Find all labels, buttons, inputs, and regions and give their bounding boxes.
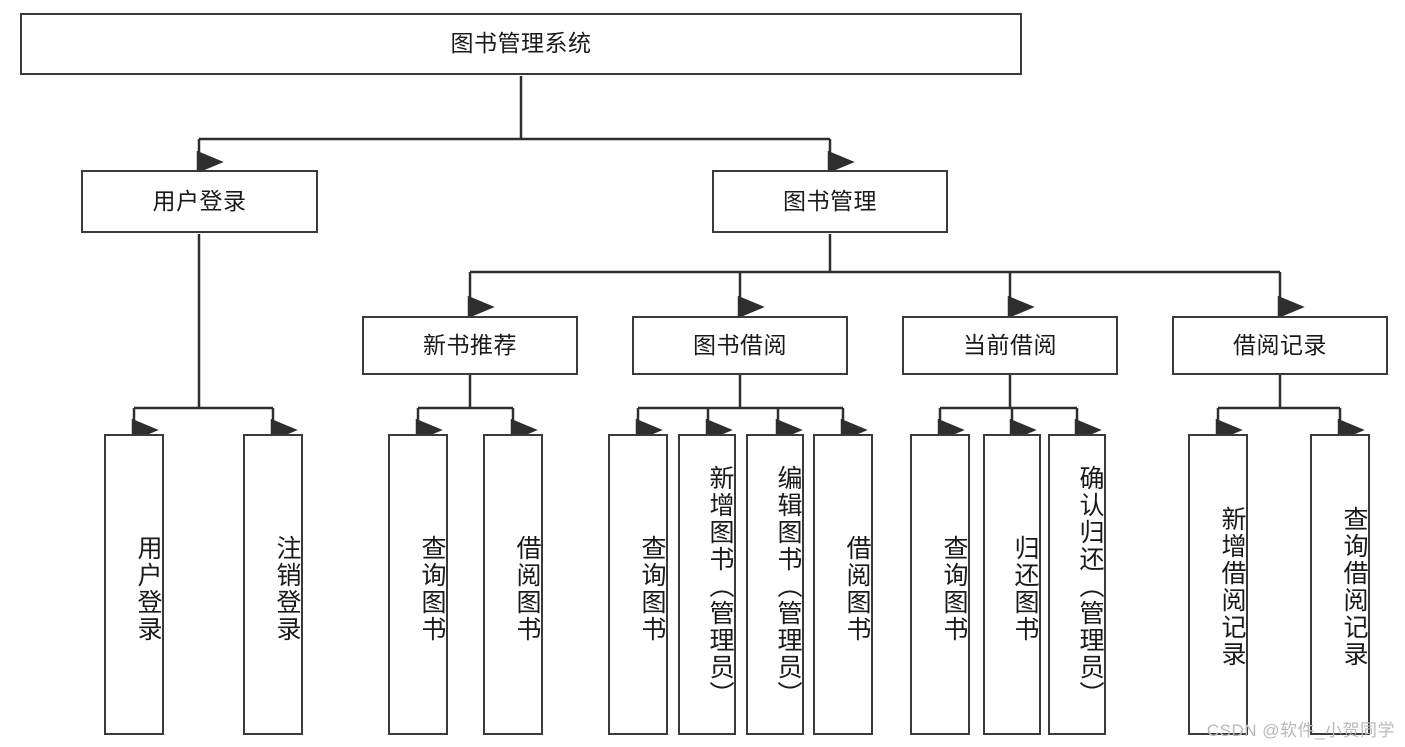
node-leaf-query-record-label: 查询借阅记录 bbox=[1340, 505, 1368, 668]
node-book-manage[interactable]: 图书管理 bbox=[712, 170, 948, 233]
node-leaf-query-book-2-label: 查询图书 bbox=[638, 534, 666, 643]
node-current-borrow[interactable]: 当前借阅 bbox=[902, 316, 1118, 375]
node-user-login-label: 用户登录 bbox=[152, 187, 247, 214]
node-leaf-query-book-3[interactable]: 查询图书 bbox=[910, 434, 970, 735]
node-leaf-borrow-book-2-label: 借阅图书 bbox=[843, 534, 871, 643]
node-leaf-add-book[interactable]: 新增图书（管理员） bbox=[678, 434, 736, 735]
node-leaf-confirm-return[interactable]: 确认归还（管理员） bbox=[1048, 434, 1106, 735]
node-borrow-record[interactable]: 借阅记录 bbox=[1172, 316, 1388, 375]
node-leaf-add-record-label: 新增借阅记录 bbox=[1218, 505, 1246, 668]
node-leaf-return-book[interactable]: 归还图书 bbox=[983, 434, 1041, 735]
node-leaf-query-book-3-label: 查询图书 bbox=[940, 534, 968, 643]
watermark-text: CSDN @软件_小贺同学 bbox=[1206, 721, 1395, 740]
node-leaf-borrow-book-1-label: 借阅图书 bbox=[513, 534, 541, 643]
node-leaf-return-book-label: 归还图书 bbox=[1011, 534, 1039, 643]
node-root-label: 图书管理系统 bbox=[450, 30, 592, 57]
node-leaf-query-book-1-label: 查询图书 bbox=[418, 534, 446, 643]
node-book-manage-label: 图书管理 bbox=[783, 187, 877, 214]
node-leaf-user-logout[interactable]: 注销登录 bbox=[243, 434, 303, 735]
node-leaf-query-book-1[interactable]: 查询图书 bbox=[388, 434, 448, 735]
node-leaf-borrow-book-1[interactable]: 借阅图书 bbox=[483, 434, 543, 735]
node-leaf-query-book-2[interactable]: 查询图书 bbox=[608, 434, 668, 735]
node-borrow-record-label: 借阅记录 bbox=[1233, 331, 1327, 358]
node-leaf-user-login[interactable]: 用户登录 bbox=[104, 434, 164, 735]
node-user-login[interactable]: 用户登录 bbox=[81, 170, 318, 233]
node-leaf-confirm-return-label: 确认归还（管理员） bbox=[1076, 465, 1104, 708]
node-leaf-borrow-book-2[interactable]: 借阅图书 bbox=[813, 434, 873, 735]
node-root[interactable]: 图书管理系统 bbox=[20, 13, 1022, 75]
node-book-borrow[interactable]: 图书借阅 bbox=[632, 316, 848, 375]
node-leaf-add-record[interactable]: 新增借阅记录 bbox=[1188, 434, 1248, 735]
node-leaf-edit-book-label: 编辑图书（管理员） bbox=[774, 465, 802, 708]
node-new-book-rec-label: 新书推荐 bbox=[423, 331, 517, 358]
node-book-borrow-label: 图书借阅 bbox=[693, 331, 787, 358]
node-leaf-user-logout-label: 注销登录 bbox=[273, 534, 301, 643]
node-leaf-add-book-label: 新增图书（管理员） bbox=[706, 465, 734, 708]
node-leaf-edit-book[interactable]: 编辑图书（管理员） bbox=[746, 434, 804, 735]
node-leaf-query-record[interactable]: 查询借阅记录 bbox=[1310, 434, 1370, 735]
node-leaf-user-login-label: 用户登录 bbox=[134, 534, 162, 643]
node-current-borrow-label: 当前借阅 bbox=[963, 331, 1057, 358]
node-new-book-rec[interactable]: 新书推荐 bbox=[362, 316, 578, 375]
